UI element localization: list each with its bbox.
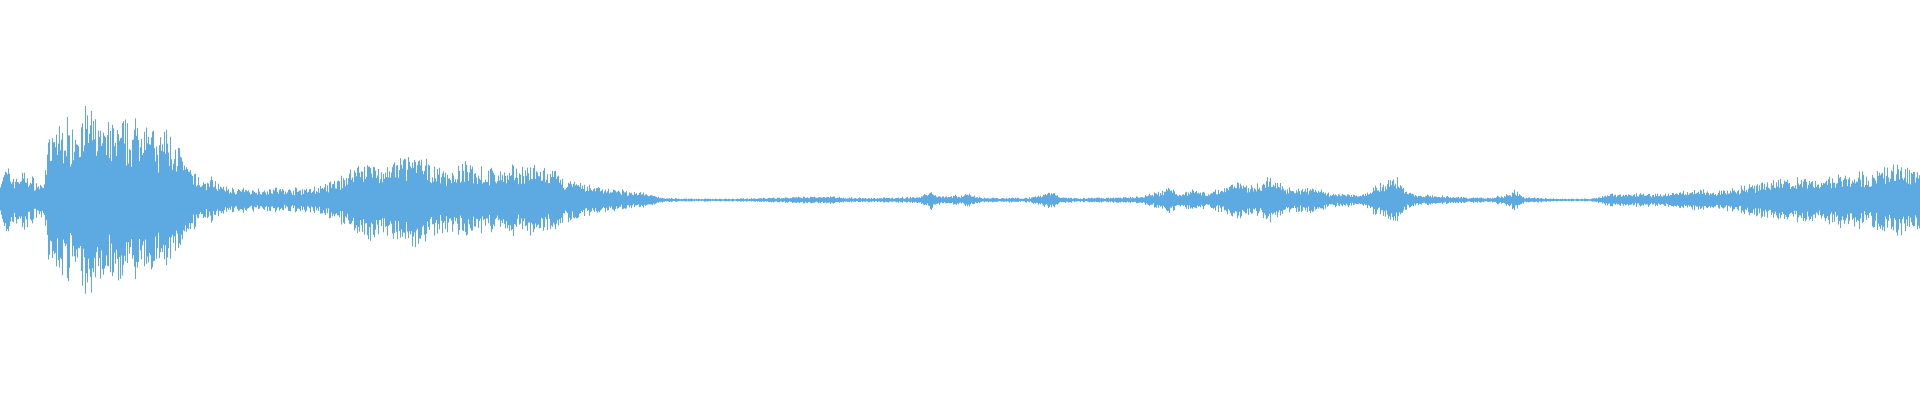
waveform-bars — [0, 106, 1920, 294]
